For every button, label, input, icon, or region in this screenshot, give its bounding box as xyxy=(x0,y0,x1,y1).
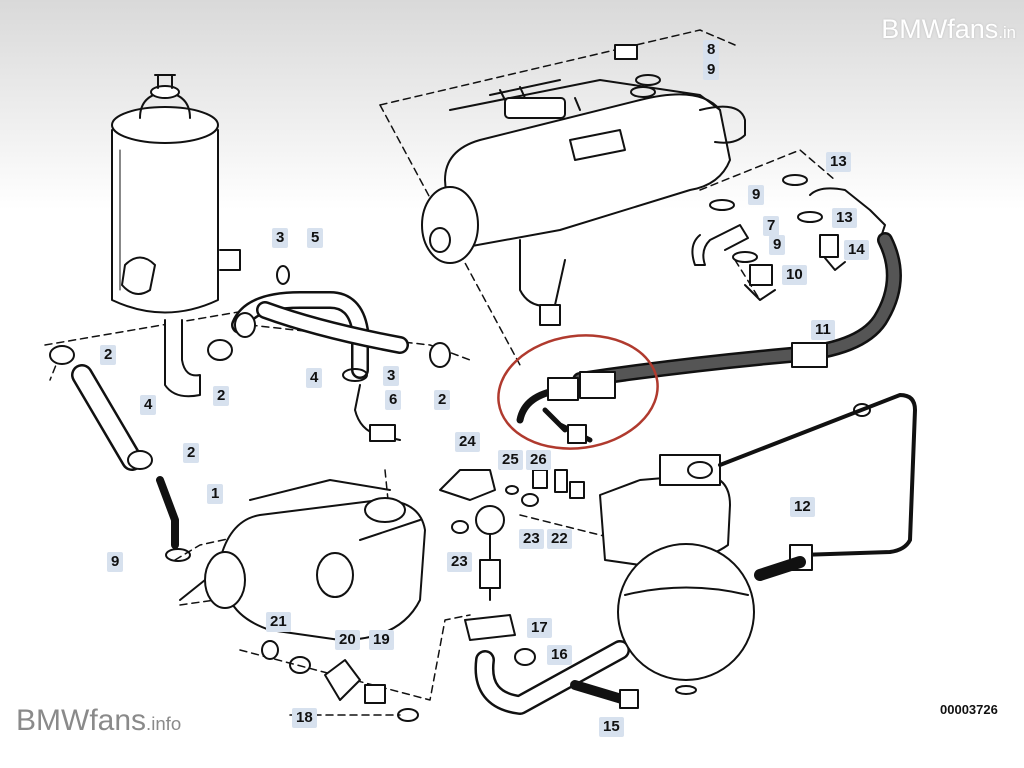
fluid-reservoir xyxy=(111,74,241,398)
part-label-5: 5 xyxy=(307,228,324,248)
watermark-brand: BMWfans xyxy=(881,14,999,44)
part-label-11: 11 xyxy=(811,320,835,340)
part-label-9: 9 xyxy=(769,235,786,255)
part-label-12: 12 xyxy=(790,497,815,517)
watermark-brand: BMWfans xyxy=(16,704,147,737)
part-label-26: 26 xyxy=(526,450,551,470)
part-label-23: 23 xyxy=(519,529,544,549)
diagram-code: 00003726 xyxy=(940,702,998,717)
part-label-3: 3 xyxy=(272,228,289,248)
suction-hose-4 xyxy=(49,345,191,562)
part-label-20: 20 xyxy=(335,630,360,650)
power-steering-pump xyxy=(179,479,426,641)
part-label-1: 1 xyxy=(207,484,224,504)
part-label-8: 8 xyxy=(703,40,720,60)
pressure-hose-11 xyxy=(516,232,902,444)
part-label-16: 16 xyxy=(547,645,572,665)
part-label-25: 25 xyxy=(498,450,523,470)
part-label-2: 2 xyxy=(213,386,230,406)
reservoir-return-hose xyxy=(207,265,451,442)
watermark-suffix: .in xyxy=(998,23,1016,42)
part-label-3: 3 xyxy=(383,366,400,386)
part-label-9: 9 xyxy=(107,552,124,572)
part-label-13: 13 xyxy=(826,152,851,172)
part-label-18: 18 xyxy=(292,708,317,728)
part-label-9: 9 xyxy=(703,60,720,80)
part-label-4: 4 xyxy=(306,368,323,388)
part-label-9: 9 xyxy=(748,185,765,205)
part-label-13: 13 xyxy=(832,208,857,228)
watermark-suffix: .info xyxy=(146,713,182,734)
part-label-21: 21 xyxy=(266,612,291,632)
steering-gear-box xyxy=(421,79,746,326)
part-label-10: 10 xyxy=(782,265,807,285)
part-label-6: 6 xyxy=(385,390,402,410)
part-label-2: 2 xyxy=(100,345,117,365)
part-label-7: 7 xyxy=(763,216,780,236)
valve-and-accumulator xyxy=(599,393,917,695)
part-label-4: 4 xyxy=(140,395,157,415)
watermark-bottom: BMWfans.info xyxy=(16,704,181,738)
part-label-23: 23 xyxy=(447,552,472,572)
part-label-24: 24 xyxy=(455,432,480,452)
small-hardware xyxy=(261,469,639,722)
box-fittings xyxy=(614,44,886,301)
part-label-17: 17 xyxy=(527,618,552,638)
highlight-circle xyxy=(497,334,659,450)
watermark-top: BMWfans.in xyxy=(881,14,1016,45)
part-label-2: 2 xyxy=(183,443,200,463)
part-label-2: 2 xyxy=(434,390,451,410)
part-label-15: 15 xyxy=(599,717,624,737)
part-label-19: 19 xyxy=(369,630,394,650)
part-label-14: 14 xyxy=(844,240,869,260)
part-label-22: 22 xyxy=(547,529,572,549)
